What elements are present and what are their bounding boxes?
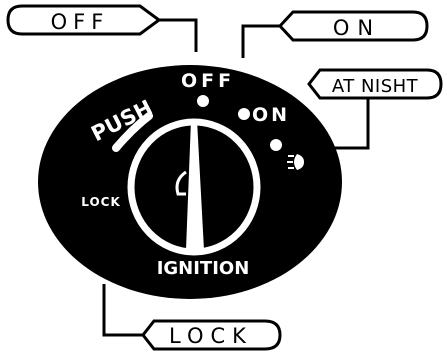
on-position-dot [238, 108, 250, 120]
key-cylinder [131, 120, 257, 252]
lock-face-label: LOCK [81, 195, 121, 209]
off-position-dot [197, 95, 209, 107]
off-face-label: OFF [181, 70, 235, 92]
headlight-icon [287, 154, 304, 170]
callout-off-label: OFF [51, 10, 110, 34]
ignition-face-label: IGNITION [157, 258, 250, 279]
at-night-position-dot [270, 139, 282, 151]
callout-on-leader [243, 26, 280, 58]
on-face-label: ON [252, 104, 290, 126]
ignition-switch: PUSH OFF ON LOCK IGNITION [38, 65, 342, 299]
callout-at-night-label: AT NISHT [332, 76, 419, 97]
callout-on: ON [243, 12, 427, 58]
callout-lock-label: LOCK [169, 324, 253, 348]
callout-on-label: ON [333, 16, 381, 40]
callout-off-leader [159, 20, 196, 52]
callout-off: OFF [8, 6, 196, 52]
